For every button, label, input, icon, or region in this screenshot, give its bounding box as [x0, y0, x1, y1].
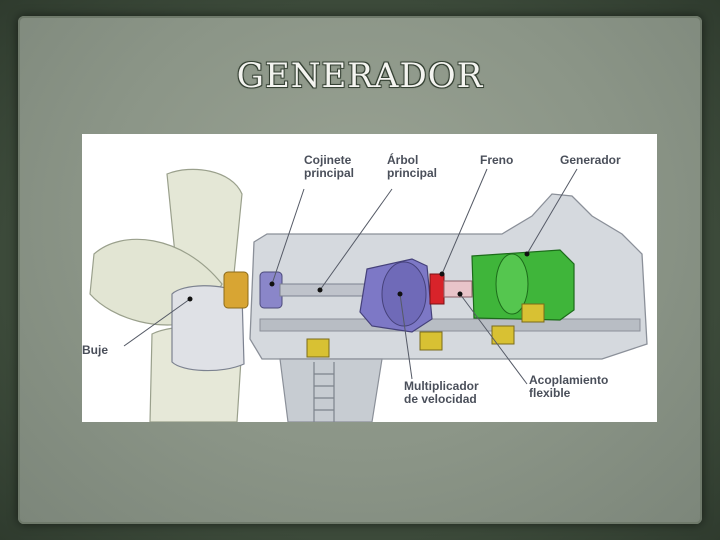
label-freno: Freno — [480, 153, 514, 167]
yaw-drive-1 — [306, 338, 330, 358]
nacelle-floor — [259, 318, 641, 332]
label-cojinete-principal: Cojinete principal — [304, 154, 354, 180]
slide-title: GENERADOR — [236, 56, 484, 96]
nacelle-housing — [249, 193, 648, 360]
leader-dots — [187, 251, 530, 302]
flexible-coupling — [443, 280, 473, 298]
brake — [429, 273, 445, 305]
leader-lines — [123, 168, 578, 385]
main-bearing — [259, 271, 283, 309]
yaw-drive-2 — [419, 331, 443, 351]
label-cojinete-line1: Cojinete — [304, 153, 352, 167]
label-arbol-principal: Árbol principal — [387, 154, 437, 180]
label-arbol-line2: principal — [387, 166, 438, 180]
label-multiplicador: Multiplicador de velocidad — [404, 380, 479, 406]
label-buje: Buje — [82, 343, 109, 357]
hub-yellow-part — [223, 271, 249, 309]
wind-turbine-nacelle-diagram: Cojinete principal Árbol principal Freno… — [82, 134, 657, 422]
label-generador: Generador — [560, 153, 621, 167]
label-multiplicador-line2: de velocidad — [404, 392, 477, 406]
label-acoplamiento-line2: flexible — [529, 386, 571, 400]
tower — [279, 358, 383, 422]
label-acoplamiento-line1: Acoplamiento — [529, 373, 609, 387]
label-multiplicador-line1: Multiplicador — [404, 379, 479, 393]
label-arbol-line1: Árbol — [387, 153, 419, 167]
label-cojinete-line2: principal — [304, 166, 355, 180]
label-acoplamiento: Acoplamiento flexible — [529, 374, 608, 400]
yaw-drive-4 — [521, 303, 545, 323]
nacelle-illustration — [89, 168, 648, 422]
main-shaft — [279, 283, 376, 297]
ladder — [313, 362, 335, 422]
yaw-drive-3 — [491, 325, 515, 345]
